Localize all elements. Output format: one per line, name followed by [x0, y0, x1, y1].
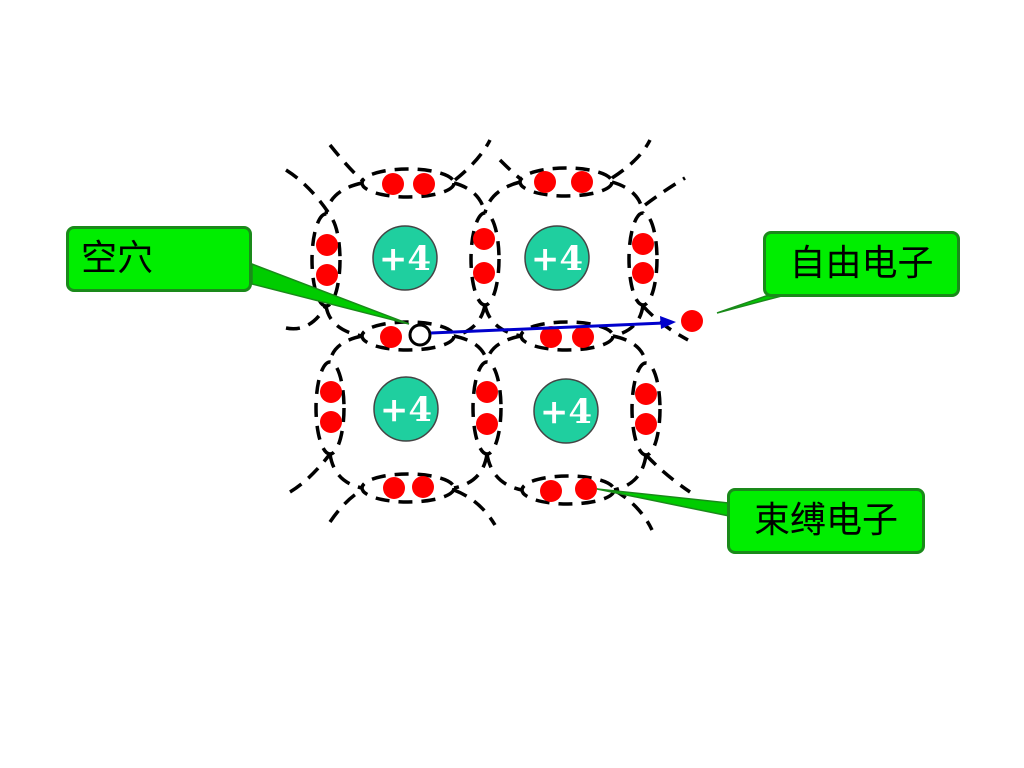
electron: [320, 381, 342, 403]
electron: [476, 413, 498, 435]
electron: [540, 326, 562, 348]
electron: [473, 262, 495, 284]
atom-charge-label: +4: [531, 239, 583, 279]
bond-ellipse: [314, 360, 346, 456]
bond-ellipse: [518, 166, 614, 198]
electron: [320, 411, 342, 433]
bond-ellipse: [360, 472, 456, 504]
atom-core: +4: [524, 225, 590, 291]
electron: [382, 173, 404, 195]
motion-arrow: [430, 316, 676, 335]
atom-cores: +4 +4 +4 +4: [372, 225, 599, 444]
bound-electron-callout-pointer: [596, 488, 730, 517]
electron: [413, 173, 435, 195]
bond-ellipse: [469, 211, 501, 307]
atom-charge-label: +4: [540, 392, 592, 432]
atom-core: +4: [533, 378, 599, 444]
free-electron: [681, 310, 703, 332]
electron: [575, 478, 597, 500]
hole-marker: [408, 323, 432, 347]
bond-ellipse: [360, 320, 456, 352]
free-electron-label: 自由电子: [789, 243, 934, 284]
electron: [572, 326, 594, 348]
bond-ellipses: [310, 166, 662, 506]
atom-charge-label: +4: [379, 239, 431, 279]
electron: [316, 264, 338, 286]
electron: [473, 228, 495, 250]
bond-ellipse: [471, 360, 503, 456]
hole-callout: 空穴: [66, 226, 252, 292]
electron: [476, 381, 498, 403]
bond-ellipse: [630, 361, 662, 457]
bound-electrons: [316, 171, 657, 502]
bound-electron-label: 束缚电子: [753, 500, 898, 541]
electron: [540, 480, 562, 502]
bond-ellipse: [360, 167, 456, 199]
electron: [380, 326, 402, 348]
electron: [534, 171, 556, 193]
hole-label: 空穴: [81, 238, 154, 279]
atom-charge-label: +4: [380, 390, 432, 430]
hole-callout-pointer: [251, 262, 410, 325]
electron: [635, 383, 657, 405]
electron: [635, 413, 657, 435]
callout-pointers: [251, 262, 794, 517]
bound-electron-callout: 束缚电子: [727, 488, 925, 554]
electron: [571, 171, 593, 193]
electron: [412, 476, 434, 498]
electron: [316, 234, 338, 256]
atom-core: +4: [373, 376, 439, 442]
free-electron-callout: 自由电子: [763, 231, 960, 297]
atom-core: +4: [372, 225, 438, 291]
electron: [632, 262, 654, 284]
electron: [383, 477, 405, 499]
bond-ellipse: [627, 211, 659, 307]
lattice-arcs: [285, 139, 691, 531]
electron: [632, 233, 654, 255]
